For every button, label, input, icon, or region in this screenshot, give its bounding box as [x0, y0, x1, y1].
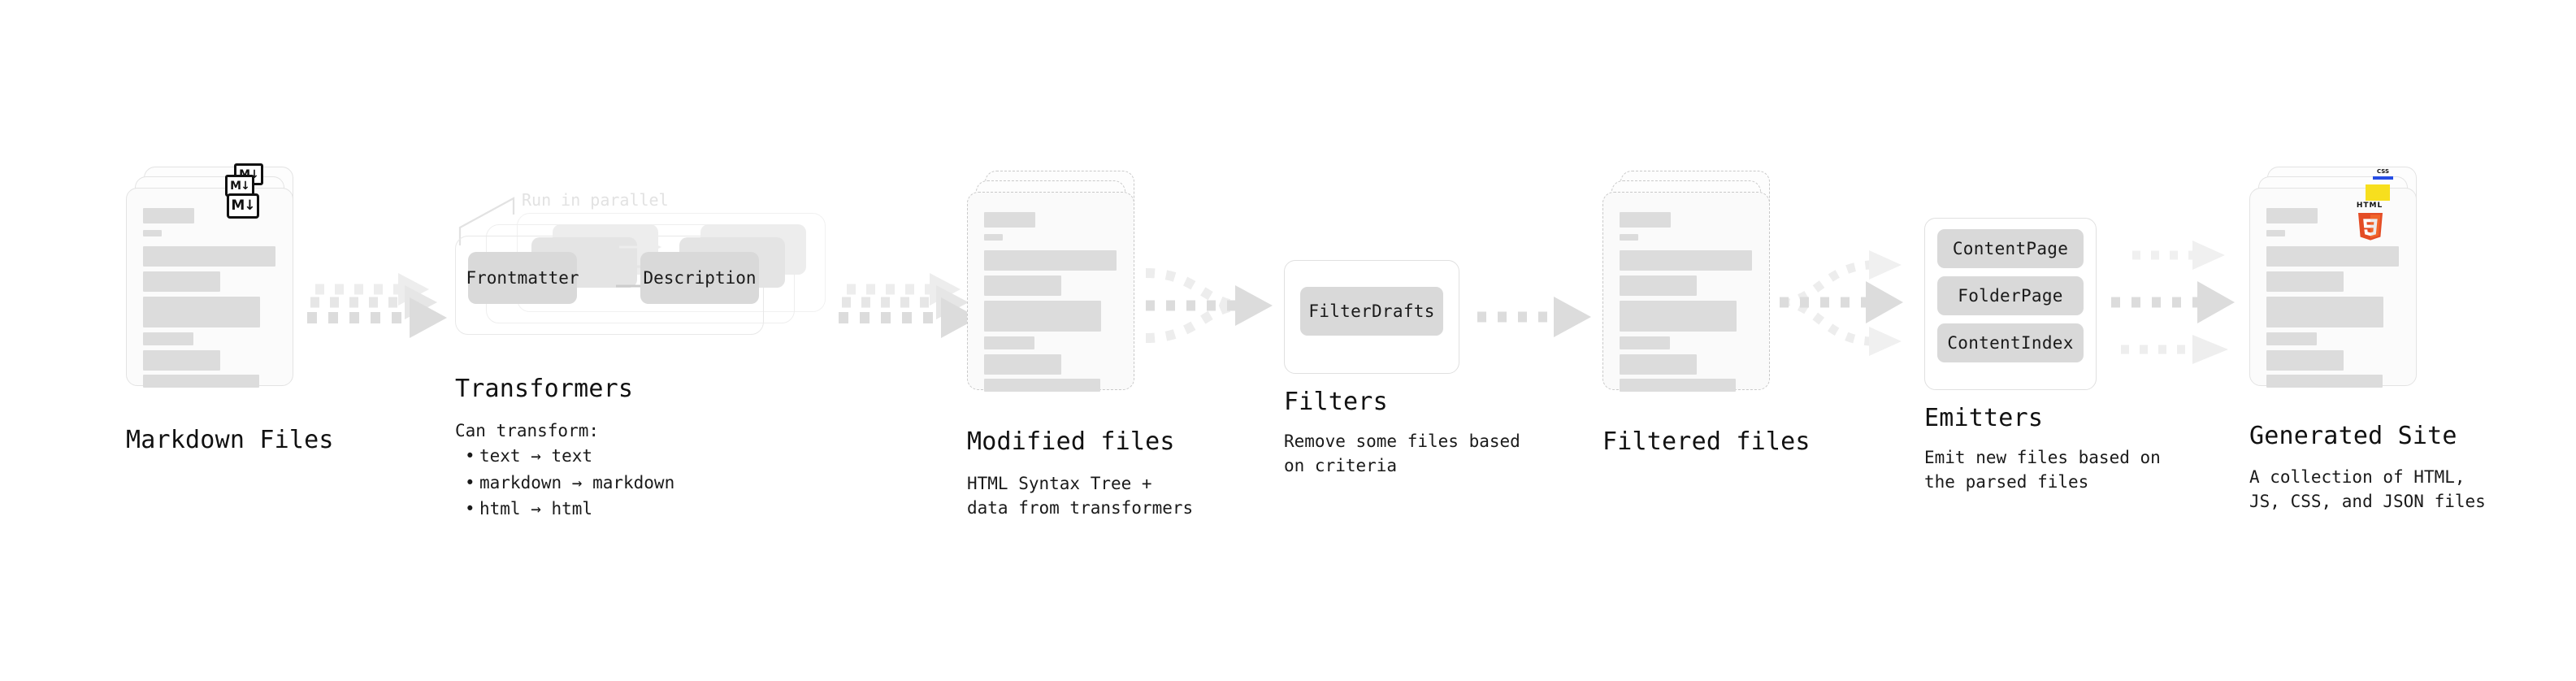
css-badge: CSS	[2373, 169, 2393, 180]
skeleton-bar	[2266, 332, 2317, 345]
markdown-badge-back-1: M↓	[225, 175, 254, 197]
site-doc-front	[2249, 188, 2417, 388]
label-emitters: Emitters	[1924, 404, 2044, 432]
modified-doc-front	[967, 192, 1134, 392]
bullet-text-to-text: text → text	[465, 443, 674, 470]
skeleton-bar	[984, 212, 1035, 228]
transformers-bullet-list: text → text markdown → markdown html → h…	[462, 443, 674, 523]
js-badge	[2366, 184, 2390, 201]
skeleton-bar	[984, 301, 1101, 332]
skeleton-bar	[2266, 375, 2383, 388]
skeleton-bar	[1620, 212, 1671, 228]
emitter-chip-contentindex[interactable]: ContentIndex	[1937, 323, 2084, 362]
skeleton-bar	[1620, 275, 1697, 296]
skeleton-bar	[2266, 208, 2318, 223]
transformer-chip-description[interactable]: Description	[640, 252, 759, 304]
markdown-badge: M↓	[227, 193, 259, 219]
skeleton-bar	[1620, 336, 1670, 349]
arrow-transformers-to-modified	[839, 268, 985, 358]
label-generated-site: Generated Site	[2249, 422, 2457, 450]
stage-generated-site: CSS HTML	[2249, 167, 2417, 388]
transformer-chip-frontmatter[interactable]: Frontmatter	[466, 252, 579, 304]
arrow-emitters-to-site	[2111, 229, 2266, 375]
stage-filters: FilterDrafts	[1284, 260, 1459, 374]
filtered-doc-front	[1602, 192, 1770, 392]
label-filtered-files: Filtered files	[1602, 427, 1811, 456]
skeleton-bar	[143, 297, 260, 327]
skeleton-bar	[143, 350, 220, 371]
label-modified-files: Modified files	[967, 427, 1175, 456]
skeleton-bar	[1620, 354, 1697, 375]
stage-transformers: Run in parallel Frontmatter Description	[455, 190, 829, 349]
modified-files-subtitle: HTML Syntax Tree + data from transformer…	[967, 474, 1194, 518]
arrow-modified-to-filters	[1145, 258, 1300, 372]
skeleton-bar	[143, 230, 162, 236]
arrow-filters-to-filtered	[1477, 293, 1607, 341]
skeleton-bar	[143, 208, 194, 223]
stage-filtered-files	[1602, 171, 1770, 392]
stage-markdown-files: M↓ M↓ M↓	[126, 163, 293, 388]
html5-badge: HTML	[2353, 202, 2386, 241]
label-filters: Filters	[1284, 388, 1388, 416]
markdown-doc-front	[126, 188, 293, 388]
emitter-chip-folderpage[interactable]: FolderPage	[1937, 276, 2084, 315]
bullet-markdown-to-markdown: markdown → markdown	[465, 470, 674, 497]
skeleton-bar	[2266, 230, 2285, 236]
modified-file-stack	[967, 171, 1134, 392]
emitter-chip-contentpage[interactable]: ContentPage	[1937, 229, 2084, 268]
generated-site-subtitle: A collection of HTML, JS, CSS, and JSON …	[2249, 467, 2486, 512]
skeleton-bar	[143, 271, 220, 292]
skeleton-bar	[984, 275, 1061, 296]
skeleton-bar	[2266, 297, 2383, 327]
skeleton-bar	[1620, 379, 1736, 392]
markdown-file-stack: M↓ M↓ M↓	[126, 163, 293, 388]
filter-chip-filterdrafts[interactable]: FilterDrafts	[1300, 287, 1443, 336]
html5-badge-word: HTML	[2356, 202, 2383, 210]
skeleton-bar	[143, 375, 259, 388]
filters-subtitle: Remove some files based on criteria	[1284, 432, 1520, 476]
generated-site-stack: CSS HTML	[2249, 167, 2417, 388]
skeleton-bar	[2266, 350, 2344, 371]
arrow-filtered-to-emitters	[1780, 229, 1926, 375]
skeleton-bar	[984, 379, 1100, 392]
run-in-parallel-label: Run in parallel	[522, 190, 669, 210]
stage-emitters: ContentPage FolderPage ContentIndex	[1924, 218, 2097, 390]
skeleton-bar	[2266, 271, 2344, 292]
stage-modified-files	[967, 171, 1134, 392]
run-in-parallel-bracket	[458, 197, 515, 245]
skeleton-bar	[1620, 301, 1737, 332]
transformers-subtitle: Can transform:	[455, 421, 600, 440]
emitters-subtitle: Emit new files based on the parsed files	[1924, 448, 2161, 492]
skeleton-bar	[984, 250, 1117, 271]
skeleton-bar	[2266, 246, 2399, 267]
filtered-file-stack	[1602, 171, 1770, 392]
skeleton-bar	[1620, 234, 1638, 241]
label-transformers: Transformers	[455, 375, 634, 403]
label-markdown-files: Markdown Files	[126, 426, 334, 454]
bullet-html-to-html: html → html	[465, 496, 674, 523]
skeleton-bar	[143, 332, 193, 345]
skeleton-bar	[143, 246, 275, 267]
skeleton-bar	[1620, 250, 1752, 271]
css-badge-label: CSS	[2376, 168, 2390, 175]
skeleton-bar	[984, 354, 1061, 375]
arrow-markdown-to-transformers	[307, 268, 453, 358]
skeleton-bar	[984, 234, 1003, 241]
skeleton-bar	[984, 336, 1034, 349]
